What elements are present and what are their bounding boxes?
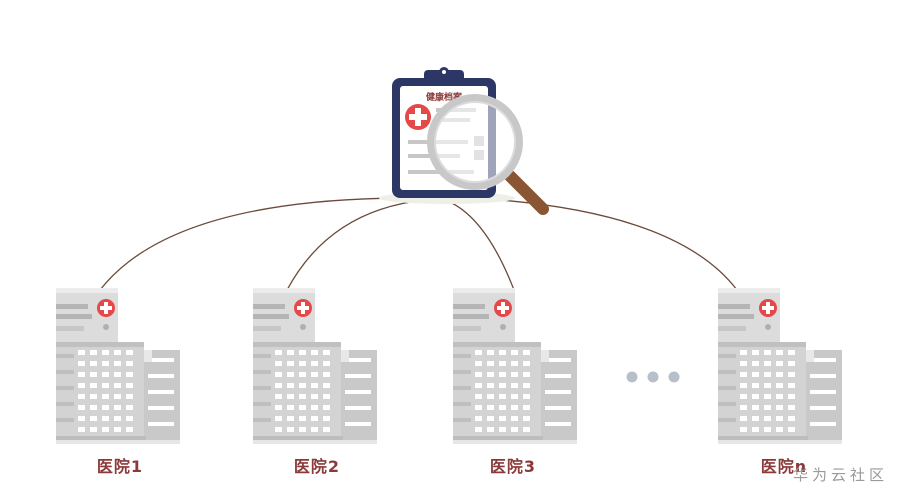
connector-hospital-n xyxy=(499,199,738,291)
connector-hospital-3 xyxy=(444,199,515,291)
hospital-n xyxy=(718,288,842,444)
hospital-1 xyxy=(56,288,180,444)
connector-hospital-2 xyxy=(286,199,426,291)
connector-hospital-1 xyxy=(99,197,401,291)
connector-lines xyxy=(99,197,738,291)
hospital-2-label: 医院2 xyxy=(293,457,341,476)
hospital-n-label: 医院n xyxy=(760,457,808,476)
hospital-3 xyxy=(453,288,577,444)
magnifier-icon xyxy=(427,94,549,215)
hospital-3-label: 医院3 xyxy=(489,457,537,476)
ellipsis-dots xyxy=(626,371,680,383)
hospital-1-label: 医院1 xyxy=(96,457,144,476)
hospital-2 xyxy=(253,288,377,444)
watermark: 华为云社区 xyxy=(792,466,888,484)
ellipsis-dot xyxy=(647,371,659,383)
ellipsis-dot xyxy=(626,371,638,383)
ellipsis-dot xyxy=(668,371,680,383)
